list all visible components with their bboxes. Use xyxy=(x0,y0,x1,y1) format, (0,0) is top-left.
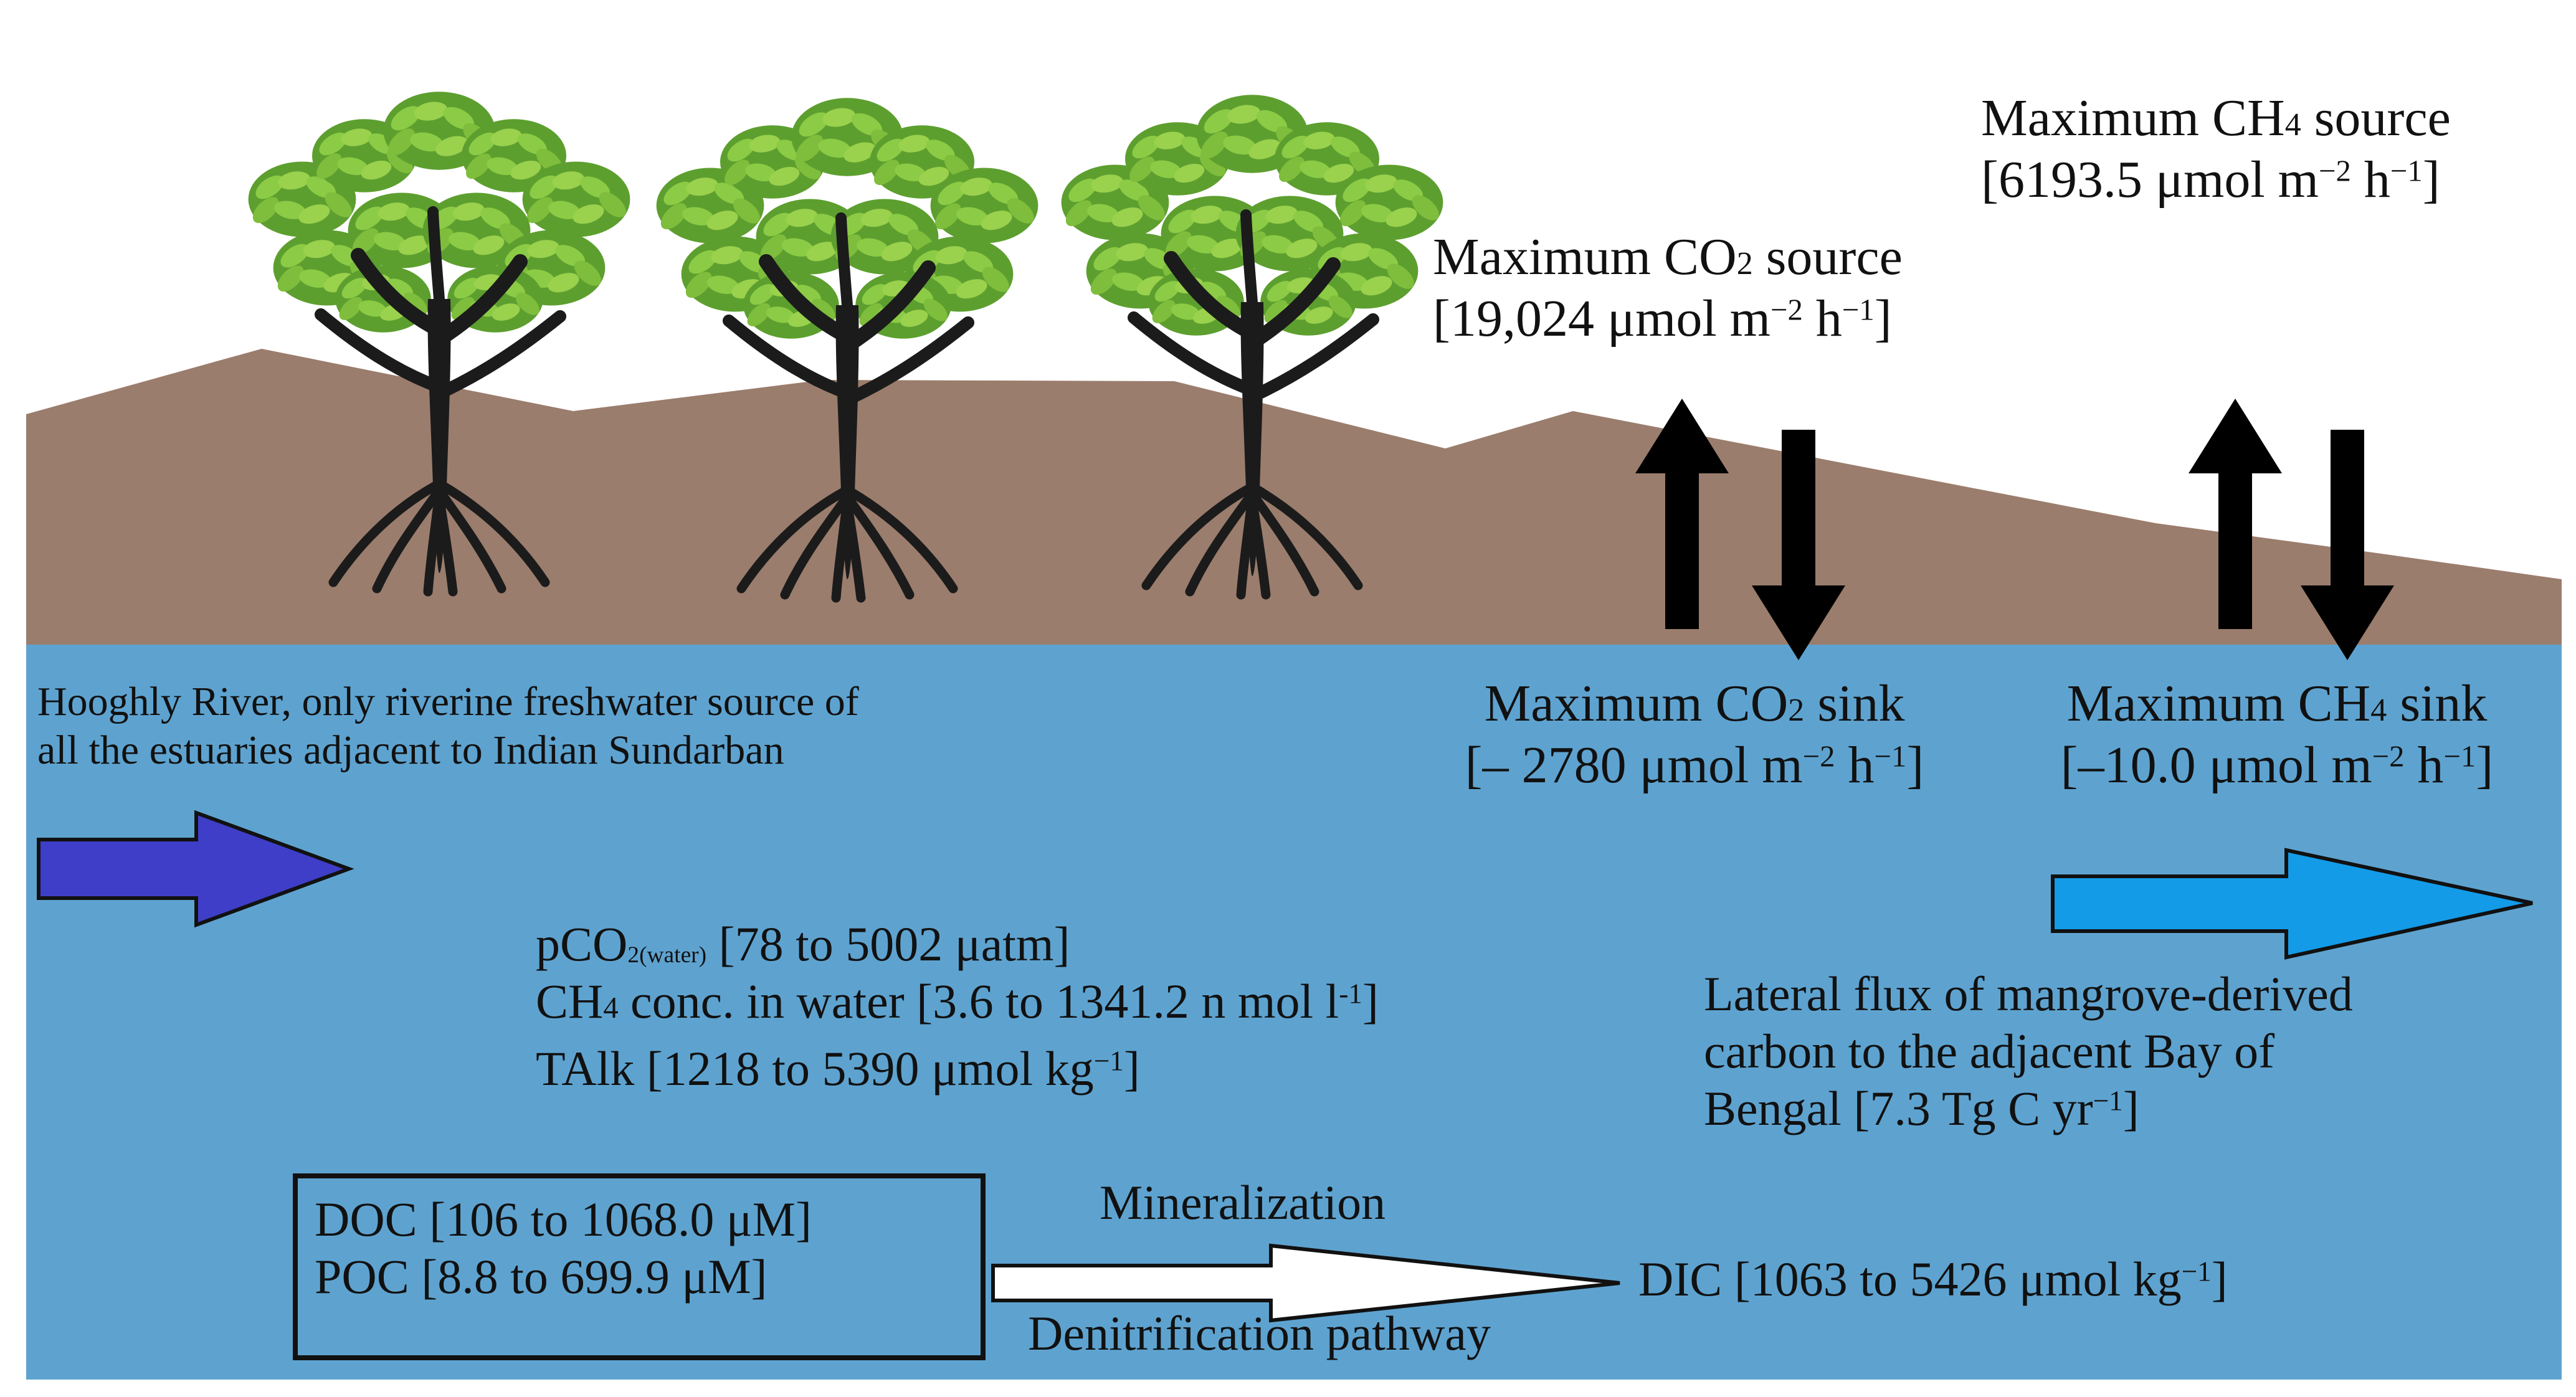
co2-sink-label: Maximum CO2 sink [– 2780 μmol m−2 h−1] xyxy=(1427,673,1962,796)
poc-value: POC [8.8 to 699.9 μM] xyxy=(315,1249,768,1304)
ch4-concentration-prefix: CH xyxy=(536,974,604,1029)
lateral-flux-arrow xyxy=(2051,848,2533,960)
lateral-flux-exponent: −1 xyxy=(2093,1085,2123,1117)
co2-source-value: [19,024 μmol m xyxy=(1433,290,1771,348)
ch4-sink-label: Maximum CH4 sink [–10.0 μmol m−2 h−1] xyxy=(2012,673,2542,796)
lateral-flux-line-3: Bengal [7.3 Tg C yr xyxy=(1704,1081,2093,1136)
co2-sink-close-bracket: ] xyxy=(1906,736,1924,795)
mineralization-pathway-arrow xyxy=(991,1243,1620,1323)
mangrove-soil-bank xyxy=(26,349,2562,645)
water-chemistry-label: pCO2(water) [78 to 5002 μatm] CH4 conc. … xyxy=(536,916,1379,1097)
lateral-flux-close-bracket: ] xyxy=(2122,1081,2139,1136)
right-arrow-icon xyxy=(37,810,354,928)
co2-sink-unit-h: h xyxy=(1835,736,1875,795)
talk-close-bracket: ] xyxy=(1123,1041,1140,1096)
dic-value: DIC [1063 to 5426 μmol kg xyxy=(1638,1252,2182,1306)
co2-source-close-bracket: ] xyxy=(1874,290,1892,348)
co2-sink-exponent-2: −1 xyxy=(1874,739,1907,774)
co2-sink-title: Maximum CO xyxy=(1484,675,1789,732)
ch4-concentration-value: conc. in water [3.6 to 1341.2 n mol l xyxy=(618,974,1339,1029)
right-arrow-icon xyxy=(2051,848,2533,960)
ch4-source-unit-h: h xyxy=(2350,151,2390,209)
doc-value: DOC [106 to 1068.0 μM] xyxy=(315,1192,812,1246)
dic-exponent: −1 xyxy=(2181,1256,2212,1287)
hooghly-river-label: Hooghly River, only riverine freshwater … xyxy=(37,678,859,775)
talk-exponent: −1 xyxy=(1093,1045,1124,1077)
co2-sink-exponent-1: −2 xyxy=(1802,739,1835,774)
lateral-flux-line-2: carbon to the adjacent Bay of xyxy=(1704,1024,2275,1079)
ch4-sink-value: [–10.0 μmol m xyxy=(2060,736,2372,795)
co2-source-subscript: 2 xyxy=(1736,246,1753,282)
co2-sink-subscript: 2 xyxy=(1788,693,1805,728)
ch4-sink-close-bracket: ] xyxy=(2476,736,2494,795)
ch4-source-subscript: 4 xyxy=(2284,107,2301,143)
co2-sink-title-tail: sink xyxy=(1804,675,1905,732)
hooghly-river-line-2: all the estuaries adjacent to Indian Sun… xyxy=(37,727,784,773)
ch4-source-exponent-1: −2 xyxy=(2319,154,2351,188)
dic-label: DIC [1063 to 5426 μmol kg−1] xyxy=(1638,1251,2228,1308)
talk-value: TAlk [1218 to 5390 μmol kg xyxy=(536,1041,1094,1096)
ch4-source-title-tail: source xyxy=(2301,89,2451,147)
mineralization-label: Mineralization xyxy=(1100,1175,1386,1229)
ch4-source-value: [6193.5 μmol m xyxy=(1981,151,2319,209)
ch4-concentration-subscript: 4 xyxy=(603,992,619,1025)
lateral-flux-line-1: Lateral flux of mangrove-derived xyxy=(1704,967,2353,1021)
right-arrow-icon xyxy=(991,1243,1620,1323)
co2-source-unit-h: h xyxy=(1802,290,1842,348)
ch4-sink-unit-h: h xyxy=(2404,736,2444,795)
co2-source-exponent-1: −2 xyxy=(1770,293,1803,327)
ch4-sink-exponent-2: −1 xyxy=(2443,739,2476,774)
ch4-sink-subscript: 4 xyxy=(2370,693,2387,728)
ch4-source-close-bracket: ] xyxy=(2422,151,2440,209)
hooghly-inflow-arrow xyxy=(37,810,354,928)
co2-source-title: Maximum CO xyxy=(1433,228,1737,286)
lateral-flux-label: Lateral flux of mangrove-derived carbon … xyxy=(1704,965,2353,1137)
co2-sink-value: [– 2780 μmol m xyxy=(1465,736,1803,795)
hooghly-river-line-1: Hooghly River, only riverine freshwater … xyxy=(37,679,859,724)
ch4-source-exponent-2: −1 xyxy=(2390,154,2423,188)
ch4-source-title: Maximum CH xyxy=(1981,89,2285,147)
ch4-source-label: Maximum CH4 source [6193.5 μmol m−2 h−1] xyxy=(1981,87,2451,211)
dic-close-bracket: ] xyxy=(2211,1252,2228,1306)
pco2-prefix: pCO xyxy=(536,917,628,971)
denitrification-label: Denitrification pathway xyxy=(1028,1306,1491,1360)
pco2-subscript: 2(water) xyxy=(627,942,707,968)
organic-carbon-box xyxy=(293,1173,986,1360)
co2-source-title-tail: source xyxy=(1752,228,1903,286)
pco2-value: [78 to 5002 μatm] xyxy=(706,917,1070,971)
organic-carbon-label: DOC [106 to 1068.0 μM] POC [8.8 to 699.9… xyxy=(315,1191,812,1305)
ch4-concentration-close-bracket: ] xyxy=(1362,974,1379,1029)
ch4-concentration-exponent: -1 xyxy=(1339,978,1363,1010)
ch4-sink-title: Maximum CH xyxy=(2066,675,2371,732)
co2-source-label: Maximum CO2 source [19,024 μmol m−2 h−1] xyxy=(1433,226,1903,349)
co2-source-exponent-2: −1 xyxy=(1842,293,1875,327)
ch4-sink-exponent-1: −2 xyxy=(2372,739,2405,774)
ch4-sink-title-tail: sink xyxy=(2387,675,2488,732)
